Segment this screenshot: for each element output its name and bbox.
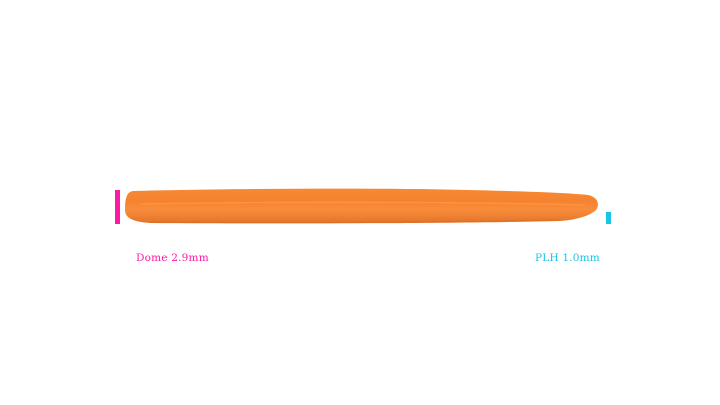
disc-bottom-edge bbox=[149, 219, 561, 223]
disc-rim-highlight bbox=[139, 201, 586, 206]
dome-measurement-label: Dome 2.9mm bbox=[136, 252, 209, 264]
plh-measurement-label: PLH 1.0mm bbox=[535, 252, 600, 264]
disc-body bbox=[125, 188, 598, 224]
dome-height-marker bbox=[115, 190, 120, 224]
plh-height-marker bbox=[606, 212, 611, 224]
